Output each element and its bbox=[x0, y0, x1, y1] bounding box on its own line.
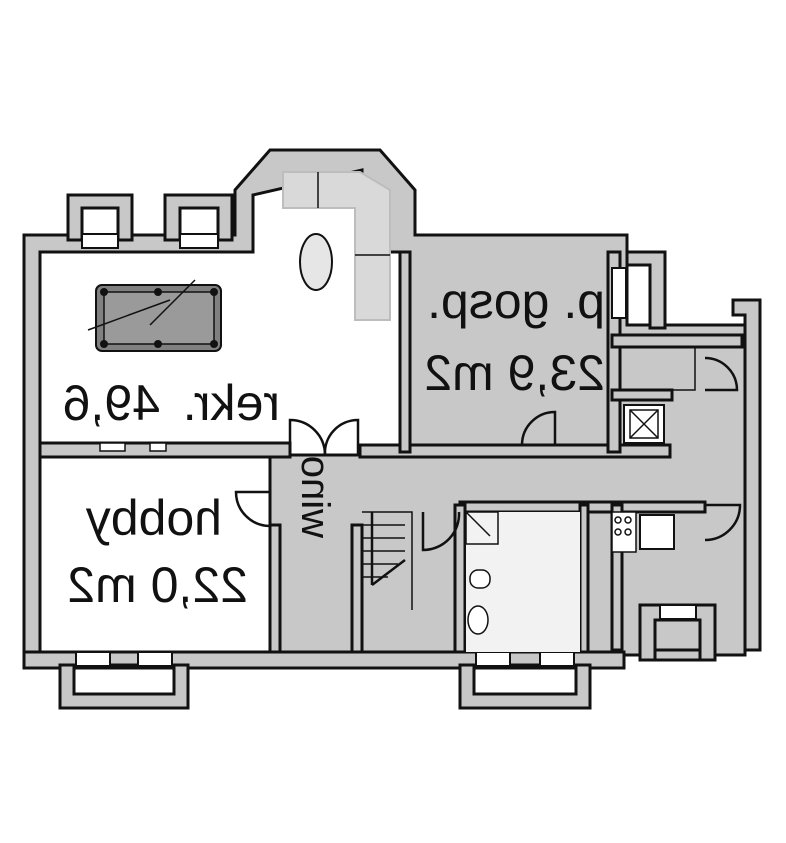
bay-bottom-left bbox=[58, 663, 190, 710]
window bbox=[75, 651, 111, 667]
wall-gosp-left bbox=[398, 250, 412, 454]
room-gosp-name: p. gosp. bbox=[427, 273, 605, 329]
room-wino-name: wino bbox=[293, 456, 337, 539]
bay-top-left-2 bbox=[163, 193, 234, 242]
door-hobby bbox=[234, 490, 271, 528]
chimney-inner bbox=[629, 409, 659, 439]
toilet bbox=[469, 569, 491, 589]
window bbox=[475, 651, 511, 667]
wall-right-upper bbox=[610, 333, 744, 349]
radiator bbox=[149, 442, 167, 452]
room-outline bbox=[619, 346, 696, 391]
bay-bottom-mid bbox=[458, 663, 592, 710]
wall-bath-right bbox=[578, 503, 590, 657]
door-rekr-2 bbox=[323, 418, 360, 456]
window bbox=[659, 604, 697, 620]
bay-right bbox=[625, 250, 667, 330]
room-hobby-area: 22,0 m2 bbox=[67, 557, 248, 613]
door-stair bbox=[421, 511, 461, 552]
room-rekr-name: rekr. bbox=[183, 375, 280, 431]
radiator bbox=[99, 442, 126, 452]
shower-icon bbox=[465, 511, 499, 545]
door-right-lower bbox=[704, 503, 742, 542]
window bbox=[611, 267, 627, 319]
wall-right-mid bbox=[610, 388, 674, 402]
window bbox=[137, 651, 173, 667]
stairs bbox=[362, 511, 413, 610]
room-labels: rekr. 49,6 hobby 22,0 m2 p. gosp. 23,9 m… bbox=[63, 273, 605, 613]
room-gosp-area: 23,9 m2 bbox=[424, 345, 605, 401]
windows bbox=[75, 233, 697, 667]
cabinet bbox=[639, 514, 675, 550]
door-gosp bbox=[520, 410, 557, 446]
room-hobby-name: hobby bbox=[86, 490, 222, 546]
door-rekr bbox=[288, 418, 327, 456]
room-rekr-area: 49,6 bbox=[63, 375, 160, 431]
washbasin bbox=[467, 605, 489, 635]
bay-right-edge bbox=[731, 298, 762, 652]
wall-wino-left bbox=[268, 523, 282, 657]
wall-wino-right bbox=[350, 523, 364, 657]
furniture bbox=[87, 171, 696, 652]
bay-top-left-1 bbox=[66, 193, 134, 242]
wall-corridor-top bbox=[358, 443, 672, 459]
sofa bbox=[282, 171, 391, 321]
window bbox=[81, 233, 119, 249]
door-right-room bbox=[704, 356, 739, 392]
window bbox=[179, 233, 219, 249]
window bbox=[539, 651, 575, 667]
oval-table bbox=[299, 233, 333, 291]
wall-right-lower bbox=[610, 503, 624, 652]
